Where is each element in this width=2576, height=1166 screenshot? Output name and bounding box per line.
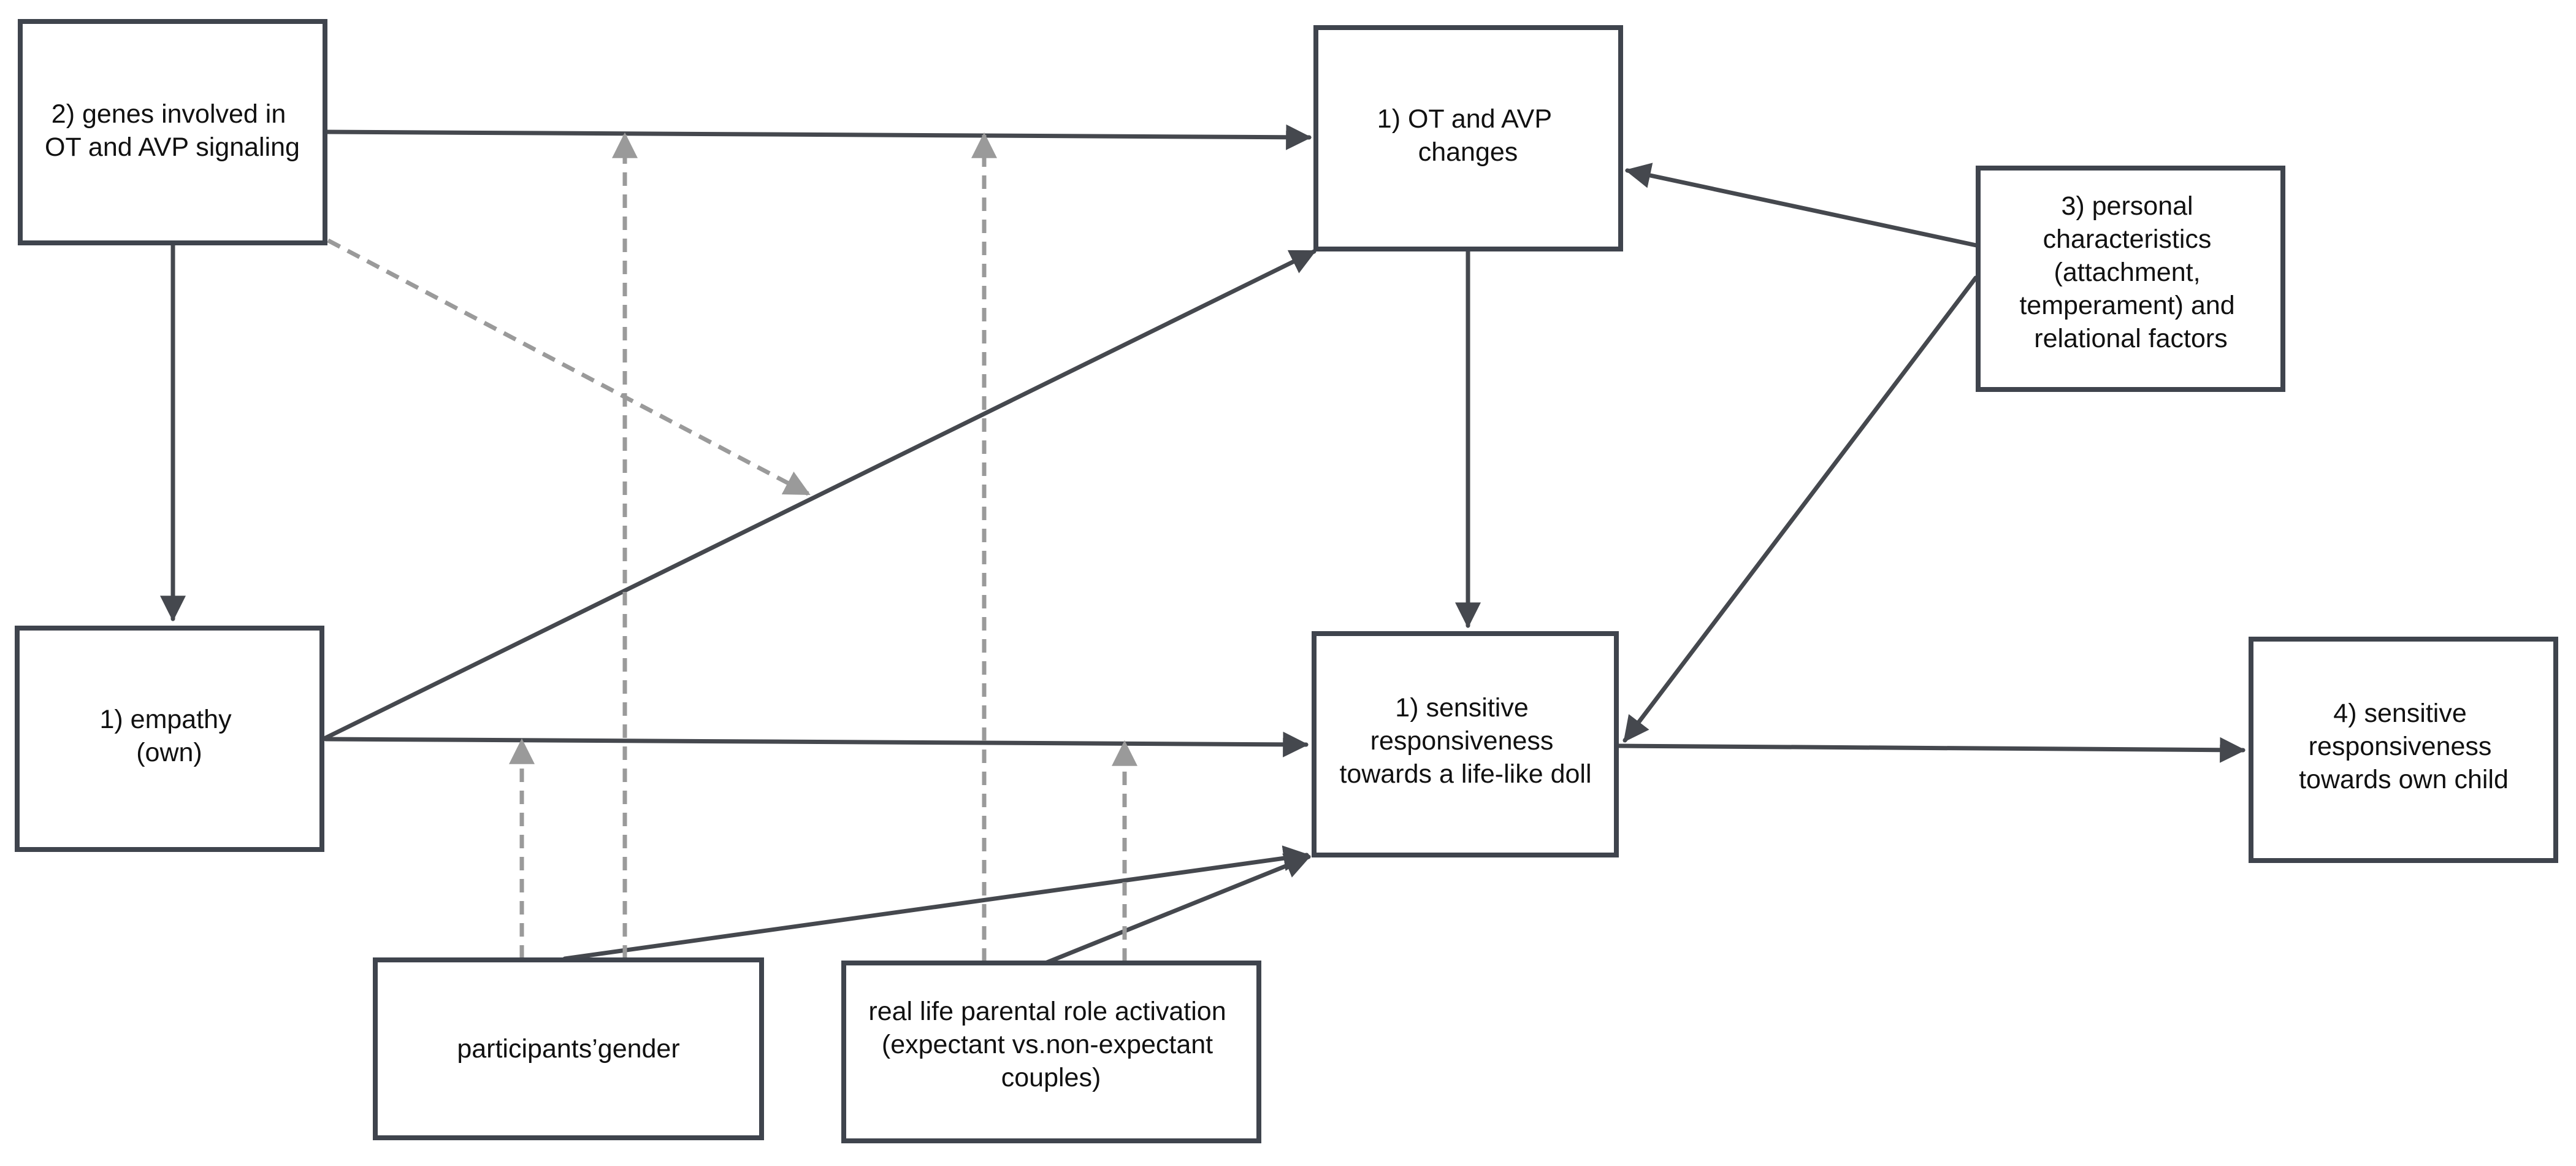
box-ot-avp-text: 1) OT and AVP changes (1377, 104, 1559, 167)
box-personal-text: 3) personal characteristics (attachment,… (2019, 191, 2242, 353)
box-parental-role-text: real life parental role activation (expe… (868, 997, 1233, 1092)
arrow-genes-to-ot-avp (321, 124, 1312, 150)
box-sensitive-child-text: 4) sensitive responsiveness towards own … (2299, 699, 2509, 794)
arrow-sensitive-doll-to-sensitive-child (1616, 737, 2246, 763)
box-parental-role: real life parental role activation (expe… (841, 961, 1261, 1143)
arrow-personal-to-ot-avp (1624, 163, 1979, 248)
arrow-personal-to-sensitive-doll (1622, 275, 1978, 743)
box-sensitive-child: 4) sensitive responsiveness towards own … (2249, 637, 2558, 863)
box-genes-text: 2) genes involved in OT and AVP signalin… (45, 99, 300, 162)
dashed-arrow-genes-moderation (327, 238, 811, 496)
box-gender: participants’gender (373, 957, 764, 1140)
arrow-parental-role-to-sensitive-doll (1043, 853, 1311, 965)
arrow-empathy-to-sensitive-doll (323, 731, 1309, 758)
box-gender-text: participants’gender (457, 1034, 679, 1064)
box-empathy-text: 1) empathy (own) (99, 705, 239, 767)
dashed-arrows (327, 132, 1137, 962)
box-empathy: 1) empathy (own) (15, 626, 324, 852)
arrow-gender-to-sensitive-doll (562, 845, 1310, 961)
box-personal: 3) personal characteristics (attachment,… (1976, 166, 2285, 392)
box-sensitive-doll-text: 1) sensitive responsiveness towards a li… (1339, 693, 1591, 789)
box-sensitive-doll: 1) sensitive responsiveness towards a li… (1312, 631, 1619, 857)
arrow-empathy-to-ot-avp (323, 249, 1317, 740)
box-genes: 2) genes involved in OT and AVP signalin… (18, 19, 327, 245)
solid-arrows (160, 124, 2246, 965)
box-ot-avp: 1) OT and AVP changes (1313, 25, 1623, 251)
